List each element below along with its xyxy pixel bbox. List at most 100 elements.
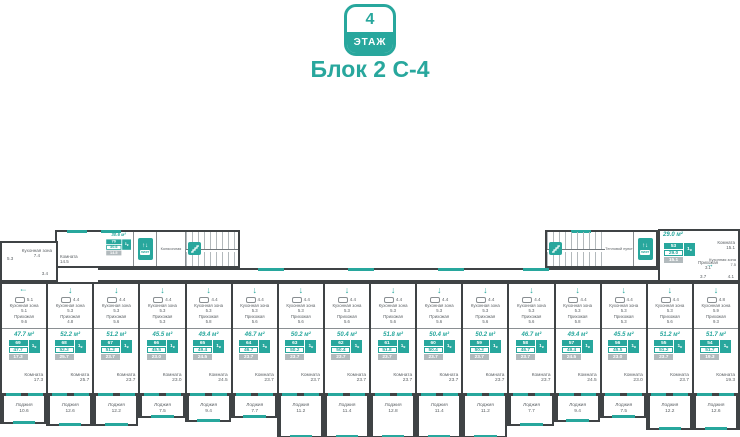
balcony-door (697, 393, 713, 396)
bathtub-icon (568, 296, 579, 303)
bathtub-icon (614, 296, 625, 303)
unit-number: 54 (700, 340, 720, 346)
balcony-door (374, 393, 390, 396)
entry-arrow-icon: ↓ (575, 285, 580, 295)
side-room-label: Колясочная (157, 232, 186, 266)
unit-area-title: 29.0 м² (663, 232, 683, 238)
balcony-door (328, 393, 344, 396)
bathtub-icon (337, 296, 348, 303)
staircase (186, 232, 238, 266)
balcony-door (559, 393, 575, 396)
corridor (98, 268, 658, 282)
unit-total-area: 46.7 (515, 347, 535, 353)
balcony-door (442, 393, 458, 396)
unit-area-title: 30.6 м² (111, 233, 126, 238)
balcony-door (27, 393, 43, 396)
entry-arrow-icon: ↓ (483, 285, 488, 295)
unit-living-area: 23.7 (654, 354, 674, 360)
unit-living-area: 23.7 (377, 354, 397, 360)
unit-total-area: 49.4 (562, 347, 582, 353)
bathroom-area-label: 5.1 (2, 296, 46, 303)
unit-total-area: 47.7 (8, 347, 28, 353)
unit-living-area: 14.5 (106, 250, 122, 256)
unit-living-area: 25.7 (54, 354, 74, 360)
balcony-door (605, 393, 621, 396)
bathtub-icon (199, 296, 210, 303)
bathroom-area-label: 4.4 (648, 296, 692, 303)
unit-area-title: 46.7 м² (521, 332, 542, 338)
bathroom-area-label: 4.4 (48, 296, 92, 303)
unit-total-area: 30.6 (106, 245, 122, 250)
elevator-label: ЛИФТ (639, 250, 651, 255)
unit-area-title: 52.2 м² (60, 332, 81, 338)
unit-number: 53 (664, 243, 683, 249)
bathroom-area-label: 4.4 (463, 296, 507, 303)
bathtub-icon (476, 296, 487, 303)
unit-living-area: 15.1 (664, 257, 683, 263)
loggia-window (197, 419, 220, 422)
unit-living-area: 23.7 (100, 354, 120, 360)
loggia-window (520, 423, 543, 426)
bathroom-area-label: 3.7 (700, 274, 707, 279)
unit-area-title: 51.8 м² (383, 332, 403, 338)
